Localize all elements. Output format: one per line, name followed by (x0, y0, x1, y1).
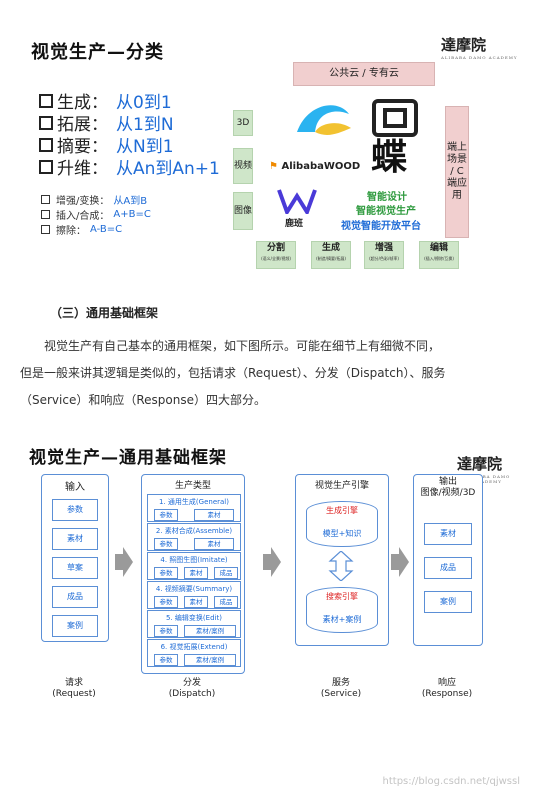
platform-line-3: 视觉智能开放平台 (341, 221, 421, 232)
arrow-right-icon (115, 547, 133, 577)
output-cell: 素材 (424, 523, 472, 545)
output-cell: 成品 (424, 557, 472, 579)
paragraph-line-2: 但是一般来讲其逻辑是类似的，包括请求（Request）、分发（Dispatch）… (20, 366, 446, 380)
class-item-extend: 拓展：从1到N (39, 110, 174, 135)
vbox-3d: 3D (233, 110, 253, 136)
caption-dispatch: 分发(Dispatch) (168, 678, 216, 699)
luban-label: 鹿班 (285, 219, 304, 229)
luban-logo-icon (277, 189, 317, 214)
cloud-box: 公共云 / 专有云 (293, 62, 435, 86)
vbox-image: 图像 (233, 192, 253, 230)
sub-item-enhance: 增强/变换：从A到B (41, 192, 147, 207)
gen-type-edit: 5. 编辑变换(Edit) 参数 素材/案例 (147, 610, 241, 638)
paragraph-line-3: （Service）和响应（Response）四大部分。 (20, 393, 266, 407)
input-cell: 成品 (52, 586, 98, 608)
caption-service: 服务(Service) (320, 678, 362, 699)
platform-line-2: 智能视觉生产 (356, 206, 416, 217)
paragraph-line-1: 视觉生产有自己基本的通用框架，如下图所示。可能在细节上有细微不同， (44, 339, 441, 353)
bottom-box-enhance: 增强(超分/色彩/帧率) (364, 241, 404, 269)
client-scene-box: 端上场景 / C端应用 (445, 106, 469, 238)
vbox-video: 视频 (233, 148, 253, 184)
slide-title: 视觉生产—分类 (31, 42, 164, 63)
search-engine-cylinder: 搜索引擎 素材+案例 (306, 587, 378, 633)
painting-logo-icon (372, 99, 418, 137)
class-item-summary: 摘要：从N到1 (39, 132, 174, 157)
output-cell: 案例 (424, 591, 472, 613)
caption-request: 请求(Request) (52, 678, 96, 699)
input-cell: 参数 (52, 499, 98, 521)
alibabawood-logo: ⚑ AlibabaWOOD (269, 161, 361, 172)
blog-watermark: https://blog.csdn.net/qjwssl (382, 776, 520, 787)
input-column: 输入 参数 素材 草案 成品 案例 (41, 474, 109, 642)
bottom-box-generate: 生成(制造/摘要/拓展) (311, 241, 351, 269)
butterfly-char: 蝶 (371, 137, 408, 178)
engine-head: 视觉生产引擎 (314, 481, 369, 491)
arrow-right-icon (391, 547, 409, 577)
input-cell: 案例 (52, 615, 98, 637)
sub-item-erase: 擦除：A-B=C (41, 222, 122, 237)
output-column: 输出 图像/视频/3D 素材 成品 案例 (413, 474, 483, 646)
swirl-logo-icon (297, 105, 351, 135)
bottom-box-segment: 分割(语义/全景/视频) (256, 241, 296, 269)
caption-response: 响应(Response) (421, 678, 473, 699)
gen-type-general: 1. 通用生成(General) 参数 素材 (147, 494, 241, 522)
input-head: 输入 (65, 482, 85, 493)
double-arrow-icon (328, 551, 354, 581)
input-cell: 素材 (52, 528, 98, 550)
gen-type-extend: 6. 视觉拓展(Extend) 参数 素材/案例 (147, 639, 241, 667)
gen-type-imitate: 4. 照图生图(Imitate) 参数 素材 成品 (147, 552, 241, 580)
output-head: 输出 图像/视频/3D (420, 477, 476, 498)
platform-line-1: 智能设计 (367, 192, 407, 203)
section-heading: （三）通用基础框架 (50, 306, 159, 320)
input-cell: 草案 (52, 557, 98, 579)
dispatch-head: 生产类型 (174, 481, 211, 491)
generation-engine-cylinder: 生成引擎 模型+知识 (306, 501, 378, 547)
class-item-generate: 生成：从0到1 (39, 88, 172, 113)
bottom-box-edit: 编辑(插入/擦除/互换) (419, 241, 459, 269)
slide-title: 视觉生产—通用基础框架 (29, 448, 227, 468)
gen-type-assemble: 2. 素材合成(Assemble) 参数 素材 (147, 523, 241, 551)
class-item-upscale: 升维：从An到An+1 (39, 154, 220, 179)
dispatch-column: 生产类型 1. 通用生成(General) 参数 素材 2. 素材合成(Asse… (141, 474, 245, 674)
sub-item-insert: 插入/合成：A+B=C (41, 207, 151, 222)
gen-type-summary: 4. 视频摘要(Summary) 参数 素材 成品 (147, 581, 241, 609)
arrow-right-icon (263, 547, 281, 577)
engine-column: 视觉生产引擎 生成引擎 模型+知识 搜索引擎 素材+案例 (295, 474, 389, 646)
